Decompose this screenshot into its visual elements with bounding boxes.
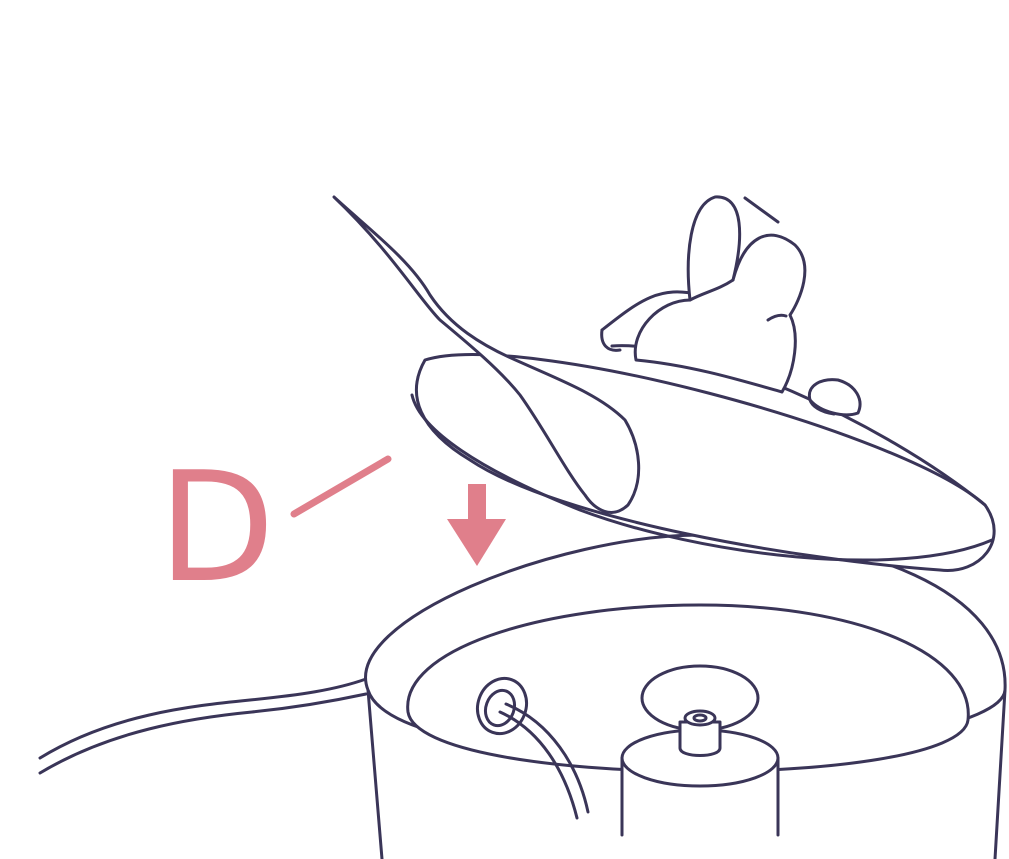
callout-leader-line (294, 459, 388, 514)
water-pump (622, 666, 778, 859)
lid-button (809, 380, 860, 415)
step-label: D (158, 452, 275, 604)
power-cord (40, 679, 366, 773)
down-arrow-icon (447, 484, 506, 566)
